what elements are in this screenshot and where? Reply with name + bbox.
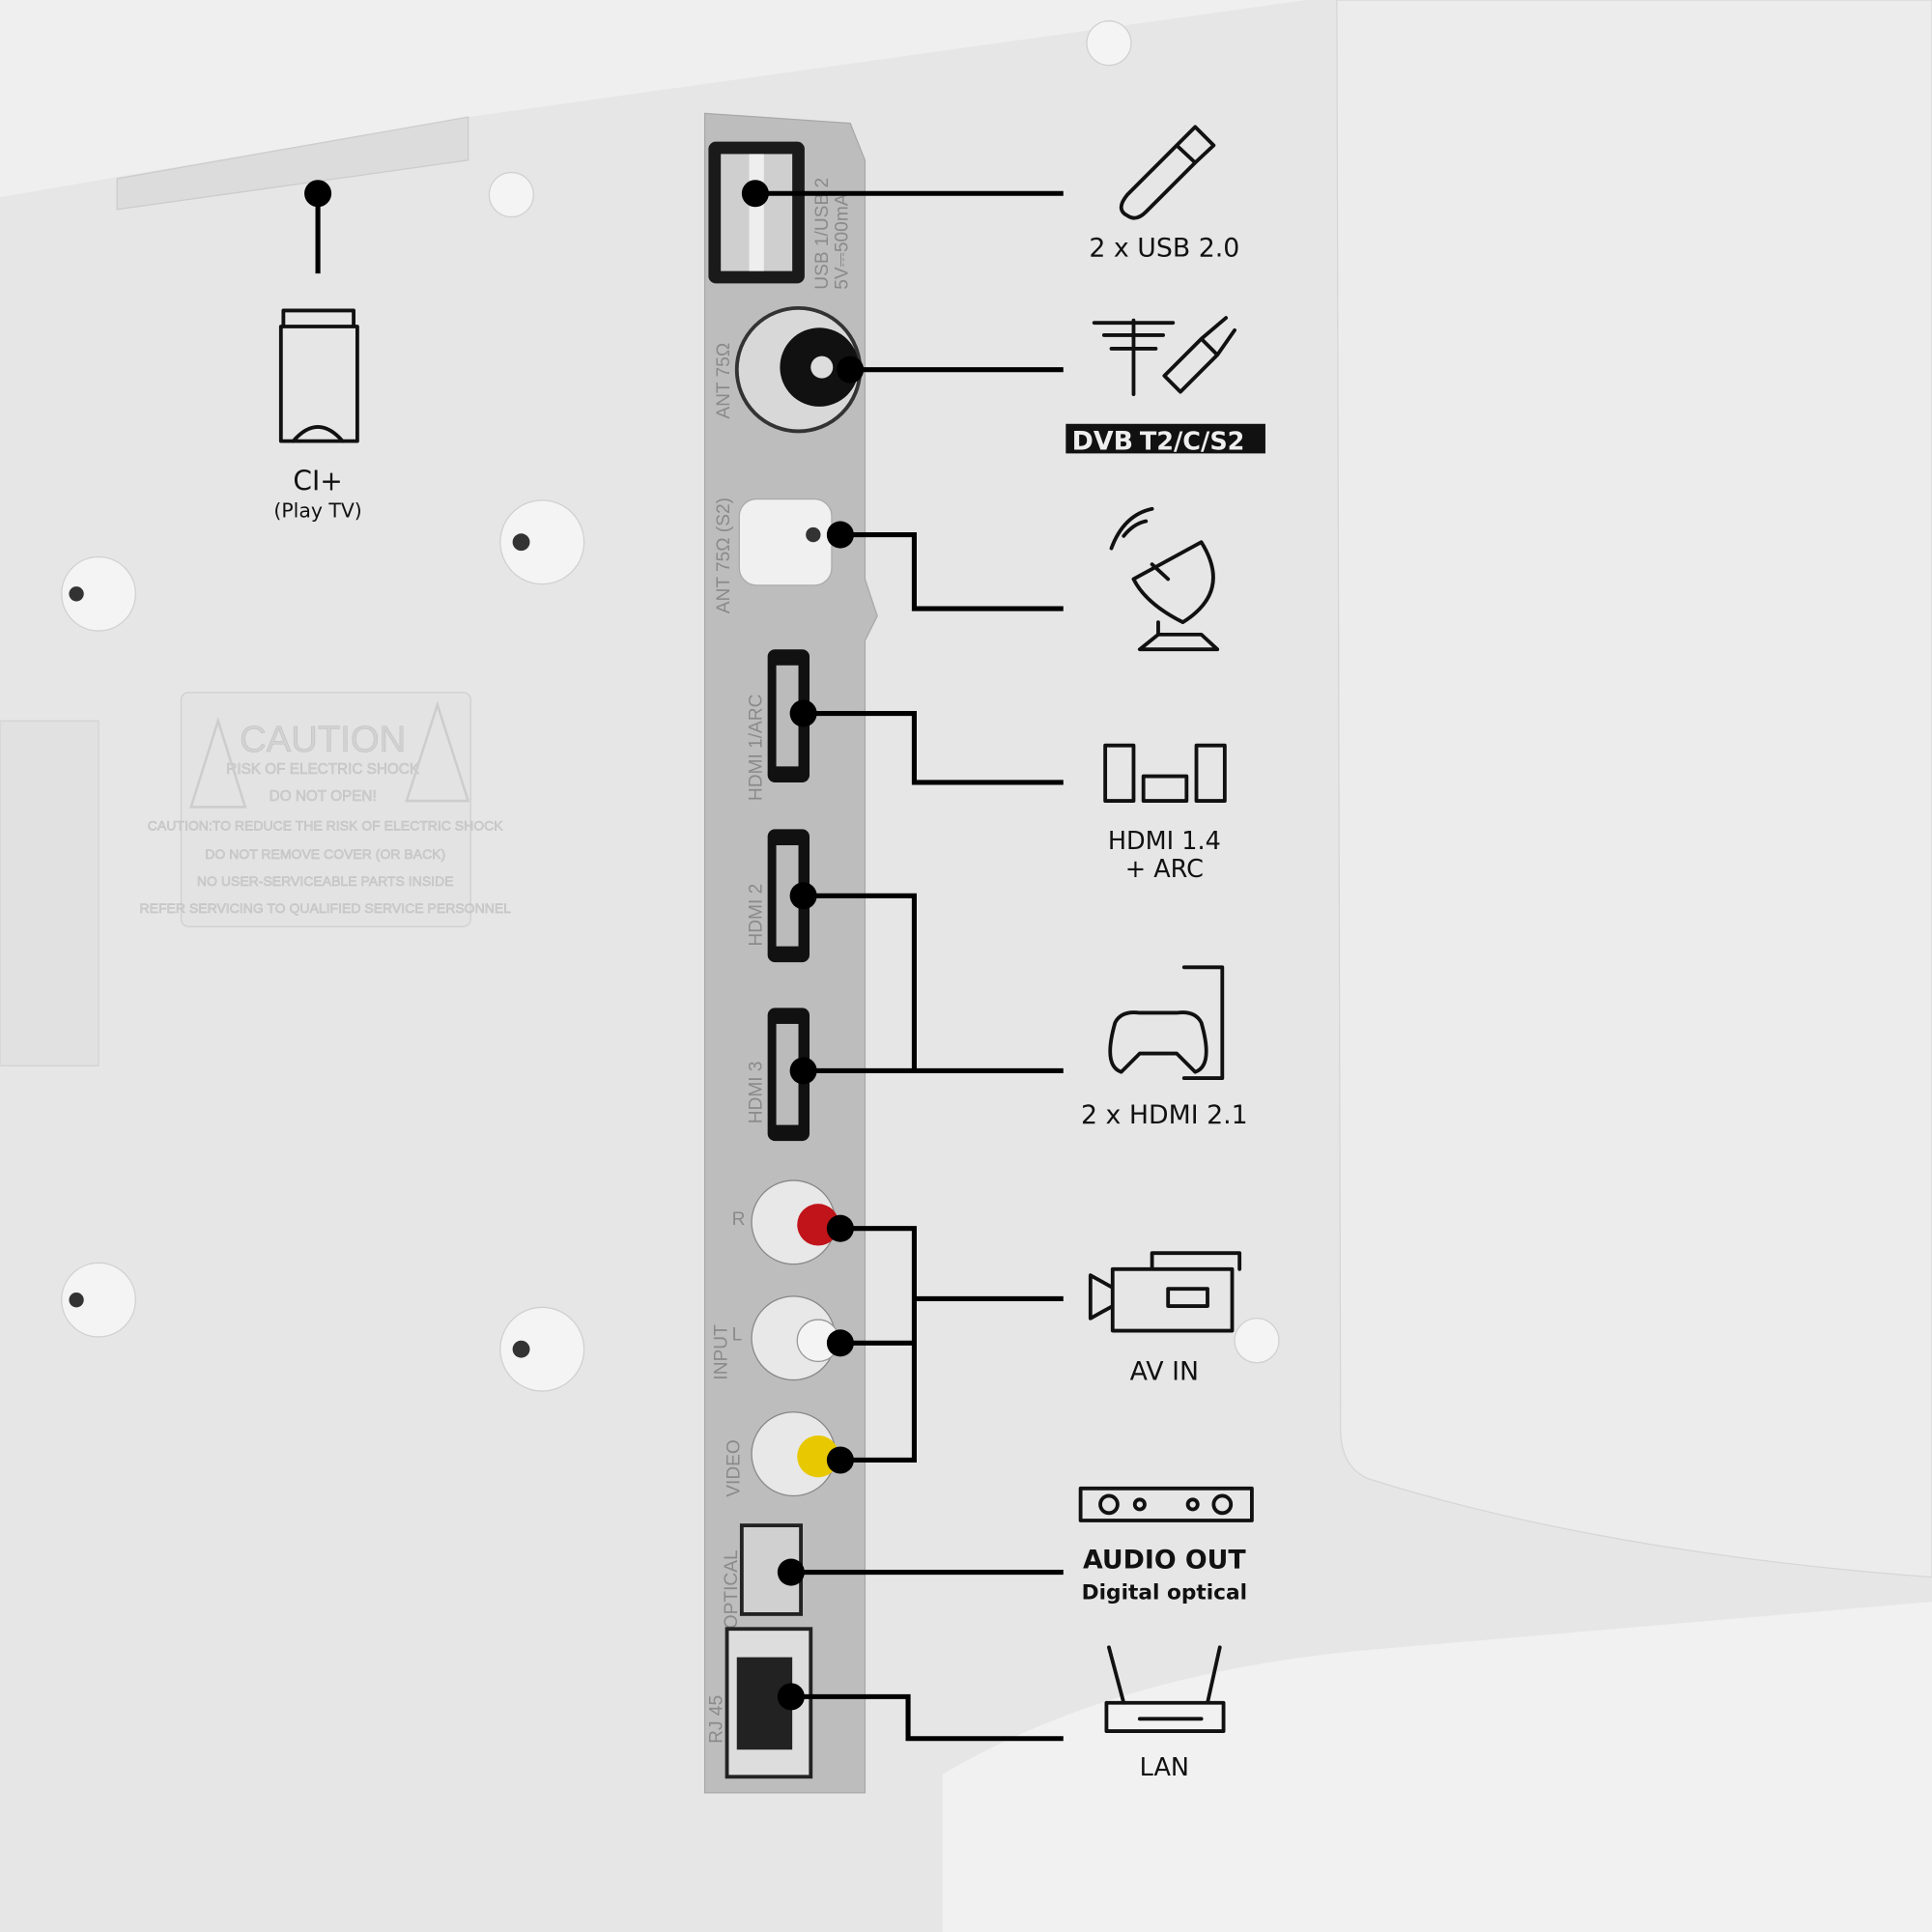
caution-label: CAUTION RISK OF ELECTRIC SHOCK DO NOT OP… bbox=[139, 692, 511, 927]
audio-out-label: AUDIO OUT bbox=[1083, 1546, 1246, 1576]
svg-text:VIDEO: VIDEO bbox=[724, 1439, 744, 1497]
usb-stick-icon bbox=[1119, 125, 1216, 220]
svg-text:REFER SERVICING TO QUALIFIED S: REFER SERVICING TO QUALIFIED SERVICE PER… bbox=[139, 900, 511, 916]
camcorder-icon bbox=[1088, 1251, 1242, 1333]
svg-text:DO NOT REMOVE COVER (OR BACK): DO NOT REMOVE COVER (OR BACK) bbox=[205, 846, 445, 862]
stand-base bbox=[942, 1602, 1932, 1932]
satellite-dish-icon bbox=[1109, 506, 1220, 652]
side-recess bbox=[0, 720, 99, 1066]
hdmi1-label: HDMI 1.4 bbox=[1108, 827, 1221, 856]
router-icon bbox=[1104, 1645, 1226, 1734]
hdmi3-port[interactable] bbox=[767, 1008, 810, 1142]
ci-sublabel: (Play TV) bbox=[273, 499, 361, 523]
gamepad-console-icon bbox=[1108, 965, 1225, 1080]
ci-card-icon bbox=[278, 308, 359, 443]
svg-text:L: L bbox=[732, 1325, 743, 1346]
svg-text:HDMI 3: HDMI 3 bbox=[746, 1061, 766, 1123]
hdmi2-port[interactable] bbox=[767, 829, 810, 963]
svg-text:T2/C/S2: T2/C/S2 bbox=[1140, 428, 1245, 457]
soundbar-icon bbox=[1078, 1486, 1254, 1522]
digital-optical-label: Digital optical bbox=[1082, 1581, 1247, 1605]
svg-text:R: R bbox=[732, 1209, 746, 1230]
svg-text:ANT 75Ω: ANT 75Ω bbox=[714, 343, 734, 419]
right-panel bbox=[1336, 0, 1932, 1578]
av-left-port[interactable] bbox=[751, 1295, 840, 1381]
svg-text:OPTICAL: OPTICAL bbox=[722, 1549, 742, 1629]
svg-text:ANT 75Ω (S2): ANT 75Ω (S2) bbox=[714, 497, 734, 613]
hdmi1-arc-label: + ARC bbox=[1125, 855, 1204, 884]
hdmi1-port[interactable] bbox=[767, 649, 810, 782]
svg-text:DO NOT OPEN!: DO NOT OPEN! bbox=[270, 788, 377, 805]
antenna-icon bbox=[1092, 318, 1176, 397]
warning-triangle-icon bbox=[188, 700, 470, 809]
svg-text:5V⎓500mA: 5V⎓500mA bbox=[833, 193, 853, 289]
leader-lines bbox=[304, 180, 1064, 1742]
av-in-label: AV IN bbox=[1130, 1357, 1199, 1387]
dvb-logo: DVB T2/C/S2 bbox=[1065, 423, 1265, 457]
ci-slot bbox=[116, 116, 469, 211]
svg-text:HDMI 2: HDMI 2 bbox=[746, 884, 766, 947]
satellite-port[interactable] bbox=[738, 497, 833, 586]
svg-text:USB 1/USB 2: USB 1/USB 2 bbox=[812, 178, 833, 290]
svg-text:DVB: DVB bbox=[1072, 427, 1133, 457]
cable-plug-icon bbox=[1162, 316, 1236, 394]
ci-label: CI+ bbox=[293, 466, 342, 497]
top-edge bbox=[0, 0, 1307, 198]
svg-text:CAUTION:TO REDUCE THE RISK OF: CAUTION:TO REDUCE THE RISK OF ELECTRIC S… bbox=[148, 818, 503, 834]
svg-text:RISK OF ELECTRIC SHOCK: RISK OF ELECTRIC SHOCK bbox=[226, 761, 420, 778]
mount-holes bbox=[61, 20, 1280, 1392]
lan-label: LAN bbox=[1140, 1753, 1189, 1782]
svg-text:RJ 45: RJ 45 bbox=[706, 1695, 726, 1744]
soundbar-speakers bbox=[1098, 1493, 1234, 1516]
svg-text:CAUTION: CAUTION bbox=[240, 719, 406, 760]
svg-text:INPUT: INPUT bbox=[712, 1324, 732, 1380]
hdmi23-label: 2 x HDMI 2.1 bbox=[1081, 1100, 1248, 1130]
svg-text:HDMI 1/ARC: HDMI 1/ARC bbox=[746, 694, 766, 801]
svg-text:NO USER-SERVICEABLE PARTS INSI: NO USER-SERVICEABLE PARTS INSIDE bbox=[197, 873, 454, 889]
sound-system-icon bbox=[1103, 743, 1227, 803]
usb-label: 2 x USB 2.0 bbox=[1089, 233, 1239, 263]
